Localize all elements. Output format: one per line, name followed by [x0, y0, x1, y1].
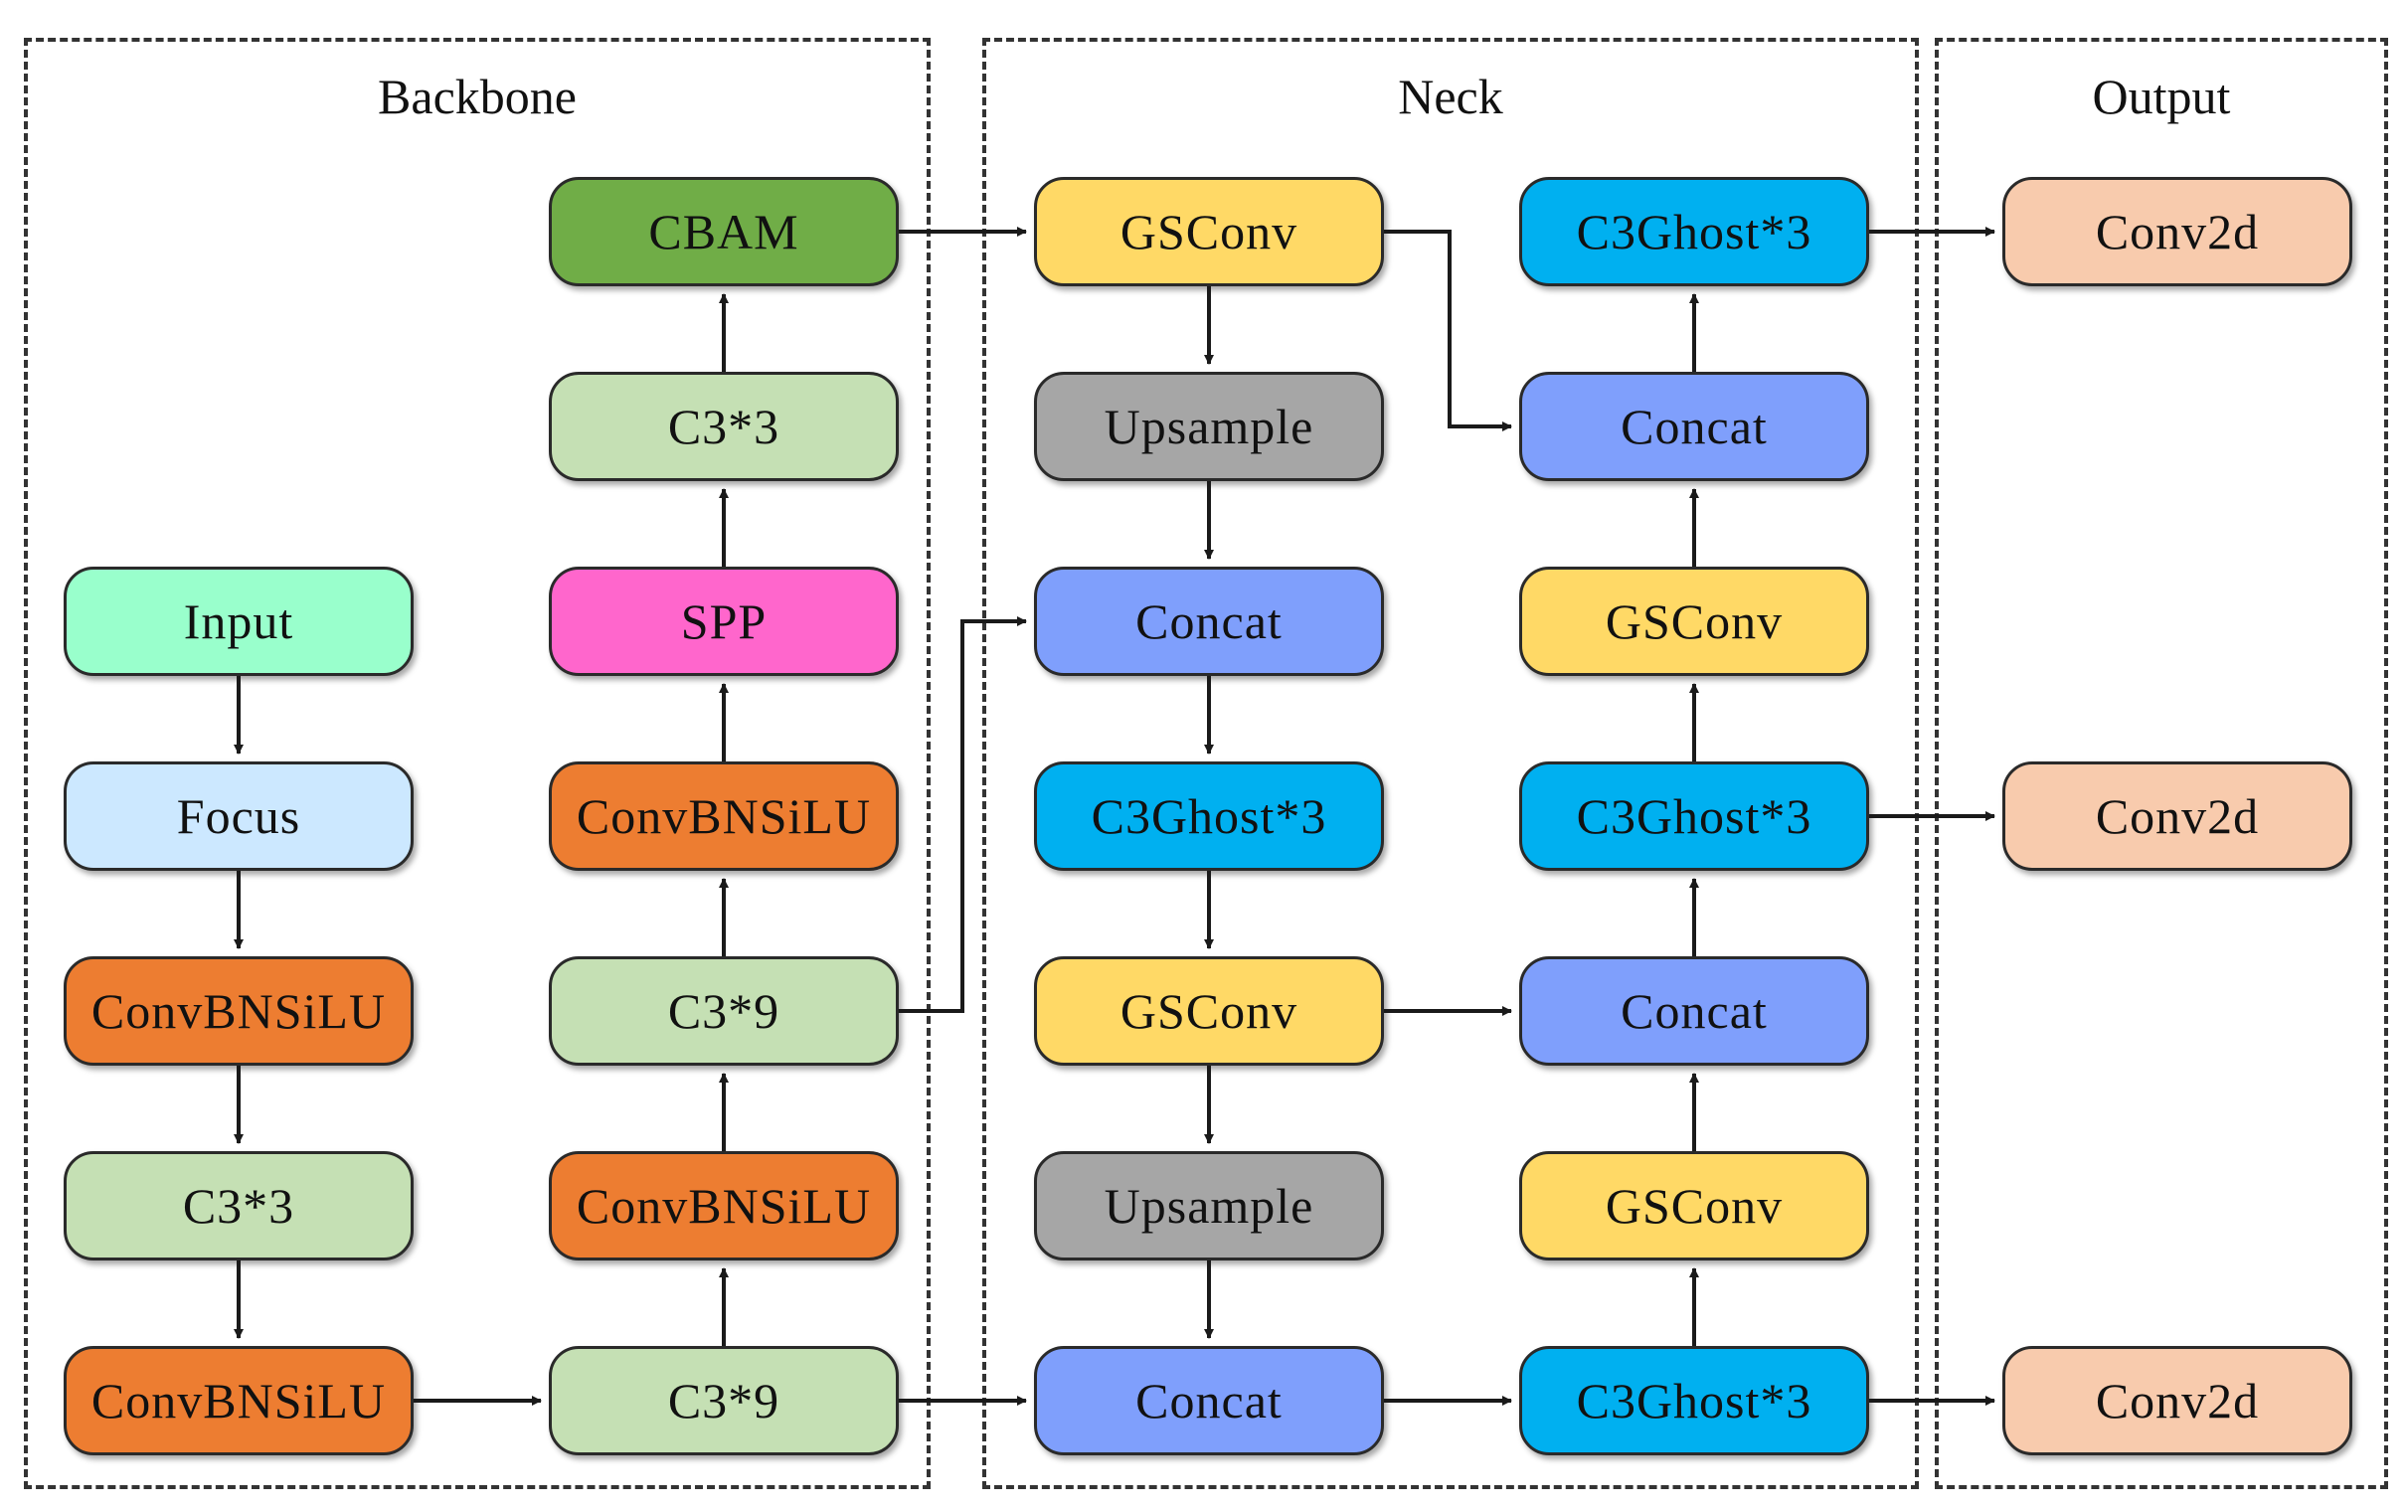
concat-node-2: Concat: [1034, 1346, 1384, 1455]
conv2d-node-3: Conv2d: [2002, 1346, 2352, 1455]
output-title: Output: [2092, 69, 2231, 124]
c3-node-2: C3*9: [549, 1346, 899, 1455]
concat-node-1: Concat: [1034, 567, 1384, 676]
convbnsilu-node-3: ConvBNSiLU: [549, 1151, 899, 1260]
gsconv-node-4: GSConv: [1519, 567, 1869, 676]
c3ghost-node-2: C3Ghost*3: [1519, 1346, 1869, 1455]
gsconv-node-3: GSConv: [1519, 1151, 1869, 1260]
c3ghost-node-3: C3Ghost*3: [1519, 761, 1869, 871]
upsample-node-2: Upsample: [1034, 1151, 1384, 1260]
conv2d-node-1: Conv2d: [2002, 177, 2352, 286]
spp-node: SPP: [549, 567, 899, 676]
convbnsilu-node-2: ConvBNSiLU: [64, 1346, 414, 1455]
upsample-node-1: Upsample: [1034, 372, 1384, 481]
gsconv-node-1: GSConv: [1034, 177, 1384, 286]
c3ghost-node-1: C3Ghost*3: [1034, 761, 1384, 871]
c3-node-1: C3*3: [64, 1151, 414, 1260]
concat-node-3: Concat: [1519, 956, 1869, 1066]
output-group: Output: [1935, 38, 2388, 1489]
convbnsilu-node-4: ConvBNSiLU: [549, 761, 899, 871]
c3ghost-node-4: C3Ghost*3: [1519, 177, 1869, 286]
neck-title: Neck: [1398, 69, 1503, 124]
convbnsilu-node-1: ConvBNSiLU: [64, 956, 414, 1066]
backbone-title: Backbone: [378, 69, 577, 124]
input-node: Input: [64, 567, 414, 676]
concat-node-4: Concat: [1519, 372, 1869, 481]
conv2d-node-2: Conv2d: [2002, 761, 2352, 871]
c3-node-4: C3*3: [549, 372, 899, 481]
focus-node: Focus: [64, 761, 414, 871]
gsconv-node-2: GSConv: [1034, 956, 1384, 1066]
c3-node-3: C3*9: [549, 956, 899, 1066]
cbam-node: CBAM: [549, 177, 899, 286]
